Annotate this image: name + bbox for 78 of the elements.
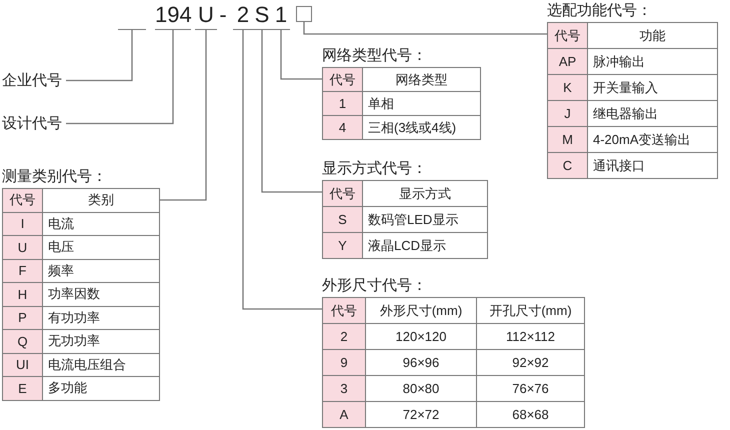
leader-line xyxy=(280,30,322,80)
table-title: 外形尺寸代号： xyxy=(322,276,428,296)
leader-line xyxy=(160,30,207,201)
value-cell: 电流电压组合 xyxy=(42,353,160,376)
header-cell: 代号 xyxy=(548,22,588,48)
value-cell: 72×72 xyxy=(366,402,476,428)
value-cell: 电流 xyxy=(42,212,160,236)
value-cell: 120×120 xyxy=(366,324,476,350)
code-cell: F xyxy=(2,259,42,282)
code-cell: J xyxy=(548,100,588,126)
value-cell: 96×96 xyxy=(366,350,476,376)
code-cell: S xyxy=(322,206,362,232)
leader-line xyxy=(303,22,547,35)
header-cell: 类别 xyxy=(42,188,160,212)
value-cell: 继电器输出 xyxy=(588,100,718,126)
code-field-label: 设计代号 xyxy=(2,114,62,133)
leader-line xyxy=(66,30,174,124)
separator-dash: - xyxy=(218,2,228,29)
value-cell: 92×92 xyxy=(476,350,584,376)
value-cell: 68×68 xyxy=(476,402,584,428)
value-cell: 76×76 xyxy=(476,376,584,402)
model-code-segment: 194 xyxy=(155,2,191,30)
value-cell: 单相 xyxy=(362,92,480,116)
table-title: 网络类型代号： xyxy=(322,46,428,66)
value-cell: 4-20mA变送输出 xyxy=(588,126,718,152)
code-cell: Y xyxy=(322,232,362,258)
value-cell: 功率因数 xyxy=(42,282,160,306)
leader-line xyxy=(261,30,322,193)
value-cell: 无功功率 xyxy=(42,330,160,353)
table-title: 测量类别代号： xyxy=(2,167,108,187)
code-cell: M xyxy=(548,126,588,152)
value-cell: 频率 xyxy=(42,259,160,282)
code-cell: A xyxy=(322,402,366,428)
header-cell: 网络类型 xyxy=(362,68,480,92)
leader-line xyxy=(242,30,322,310)
code-cell: 4 xyxy=(322,116,362,140)
value-cell: 脉冲输出 xyxy=(588,48,718,74)
value-cell: 三相(3线或4线) xyxy=(362,116,480,140)
code-cell: UI xyxy=(2,353,42,376)
code-cell: 1 xyxy=(322,92,362,116)
code-cell: Q xyxy=(2,330,42,353)
code-cell: E xyxy=(2,376,42,400)
header-cell: 功能 xyxy=(588,22,718,48)
model-code-segment: S xyxy=(252,2,272,30)
blank-code-square xyxy=(296,6,312,22)
code-cell: P xyxy=(2,306,42,330)
header-cell: 代号 xyxy=(322,180,362,206)
model-code-segment: 1 xyxy=(272,2,290,30)
header-cell: 开孔尺寸(mm) xyxy=(476,298,584,324)
code-cell: AP xyxy=(548,48,588,74)
code-field-label: 企业代号 xyxy=(2,71,62,90)
table-title: 显示方式代号： xyxy=(322,159,428,179)
header-cell: 代号 xyxy=(2,188,42,212)
value-cell: 80×80 xyxy=(366,376,476,402)
value-cell: 有功功率 xyxy=(42,306,160,330)
value-cell: 多功能 xyxy=(42,376,160,400)
model-code-segment: 2 xyxy=(233,2,253,30)
code-cell: 2 xyxy=(322,324,366,350)
code-cell: I xyxy=(2,212,42,236)
header-cell: 外形尺寸(mm) xyxy=(366,298,476,324)
value-cell: 112×112 xyxy=(476,324,584,350)
value-cell: 开关量输入 xyxy=(588,74,718,100)
value-cell: 电压 xyxy=(42,236,160,259)
code-cell: U xyxy=(2,236,42,259)
header-cell: 显示方式 xyxy=(362,180,488,206)
header-cell: 代号 xyxy=(322,298,366,324)
value-cell: 通讯接口 xyxy=(588,152,718,178)
value-cell: 液晶LCD显示 xyxy=(362,232,488,258)
code-cell: 9 xyxy=(322,350,366,376)
code-cell: K xyxy=(548,74,588,100)
model-code-segment: U xyxy=(195,2,217,30)
header-cell: 代号 xyxy=(322,68,362,92)
code-cell: C xyxy=(548,152,588,178)
value-cell: 数码管LED显示 xyxy=(362,206,488,232)
leader-line xyxy=(66,30,133,82)
code-cell: 3 xyxy=(322,376,366,402)
code-cell: H xyxy=(2,282,42,306)
table-title: 选配功能代号： xyxy=(547,1,653,21)
